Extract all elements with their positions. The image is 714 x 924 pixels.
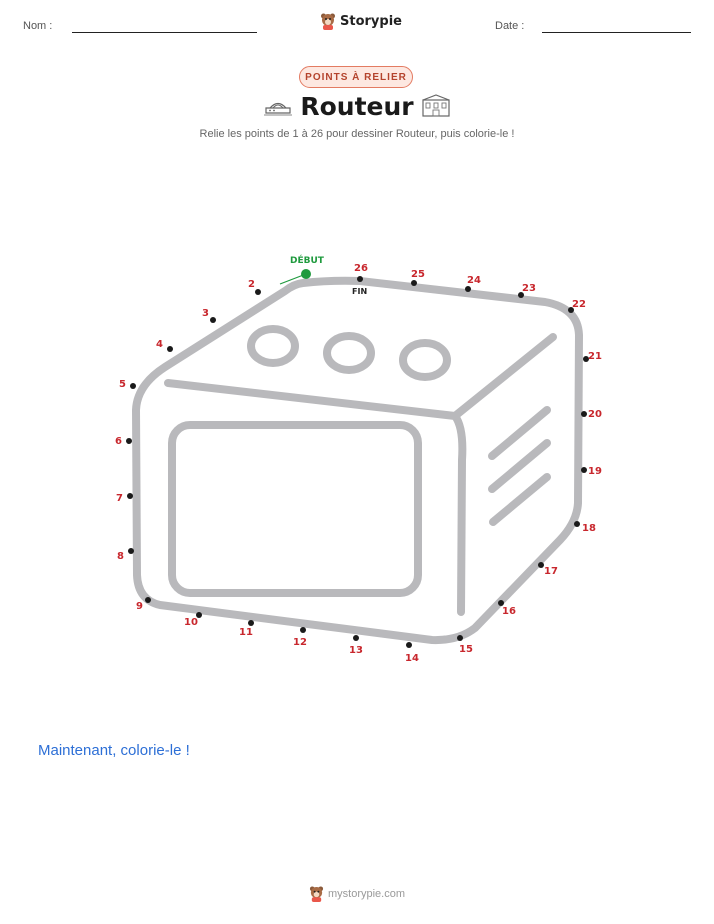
dot-number-16: 16 xyxy=(502,606,516,617)
dot-number-14: 14 xyxy=(405,653,419,664)
dot-number-6: 6 xyxy=(115,436,122,447)
dot-6[interactable] xyxy=(126,438,132,444)
dot-14[interactable] xyxy=(406,642,412,648)
dot-number-25: 25 xyxy=(411,269,425,280)
dot-number-13: 13 xyxy=(349,645,363,656)
date-write-line[interactable] xyxy=(542,32,691,33)
router-sketch-icon xyxy=(264,102,292,116)
dot-number-22: 22 xyxy=(572,299,586,310)
dot-25[interactable] xyxy=(411,280,417,286)
dot-number-18: 18 xyxy=(582,523,596,534)
dot-4[interactable] xyxy=(167,346,173,352)
dot-number-17: 17 xyxy=(544,566,558,577)
dot-number-26: 26 xyxy=(354,263,368,274)
dot-20[interactable] xyxy=(581,411,587,417)
dot-number-4: 4 xyxy=(156,339,163,350)
dot-23[interactable] xyxy=(518,292,524,298)
dot-13[interactable] xyxy=(353,635,359,641)
dot-number-24: 24 xyxy=(467,275,481,286)
footer: mystorypie.com xyxy=(0,885,714,902)
brand-logo: Storypie xyxy=(320,12,402,30)
dot-5[interactable] xyxy=(130,383,136,389)
dot-19[interactable] xyxy=(581,467,587,473)
end-label: FIN xyxy=(352,287,367,296)
dot-2[interactable] xyxy=(255,289,261,295)
dot-number-10: 10 xyxy=(184,617,198,628)
dot-1[interactable] xyxy=(301,269,311,279)
name-label: Nom : xyxy=(23,20,53,32)
dot-10[interactable] xyxy=(196,612,202,618)
dot-12[interactable] xyxy=(300,627,306,633)
start-label: DÉBUT xyxy=(290,254,325,266)
dot-number-19: 19 xyxy=(588,466,602,477)
dot-number-12: 12 xyxy=(293,637,307,648)
footer-site: mystorypie.com xyxy=(327,887,406,900)
dot-11[interactable] xyxy=(248,620,254,626)
dot-number-7: 7 xyxy=(116,493,123,504)
dot-26[interactable] xyxy=(357,276,363,282)
dot-number-21: 21 xyxy=(588,351,602,362)
dot-9[interactable] xyxy=(145,597,151,603)
brand-name: Storypie xyxy=(340,13,402,29)
dot-number-15: 15 xyxy=(459,644,473,655)
dot-number-9: 9 xyxy=(136,601,143,612)
dot-15[interactable] xyxy=(457,635,463,641)
dot-number-3: 3 xyxy=(202,308,209,319)
dot-number-2: 2 xyxy=(248,279,255,290)
router-outline xyxy=(132,276,583,645)
page-title: Routeur xyxy=(300,92,414,121)
coloring-prompt: Maintenant, colorie-le ! xyxy=(38,742,190,759)
dot-3[interactable] xyxy=(210,317,216,323)
dot-16[interactable] xyxy=(498,600,504,606)
instructions: Relie les points de 1 à 26 pour dessiner… xyxy=(199,128,515,140)
dot-17[interactable] xyxy=(538,562,544,568)
dot-24[interactable] xyxy=(465,286,471,292)
dots-layer: 2345678910111213141516171819202122232425… xyxy=(115,263,602,664)
dot-number-8: 8 xyxy=(117,551,124,562)
building-sketch-icon xyxy=(422,94,450,117)
activity-badge: POINTS À RELIER xyxy=(299,66,413,88)
bear-mascot-icon xyxy=(309,886,324,902)
bear-mascot-icon xyxy=(321,13,335,30)
dot-number-11: 11 xyxy=(239,627,253,638)
dot-18[interactable] xyxy=(574,521,580,527)
dot-22[interactable] xyxy=(568,307,574,313)
dot-8[interactable] xyxy=(128,548,134,554)
dot-number-20: 20 xyxy=(588,409,602,420)
name-write-line[interactable] xyxy=(72,32,257,33)
date-label: Date : xyxy=(495,20,525,32)
dot-number-23: 23 xyxy=(522,283,536,294)
dot-7[interactable] xyxy=(127,493,133,499)
dot-number-5: 5 xyxy=(119,379,126,390)
dot-21[interactable] xyxy=(583,356,589,362)
